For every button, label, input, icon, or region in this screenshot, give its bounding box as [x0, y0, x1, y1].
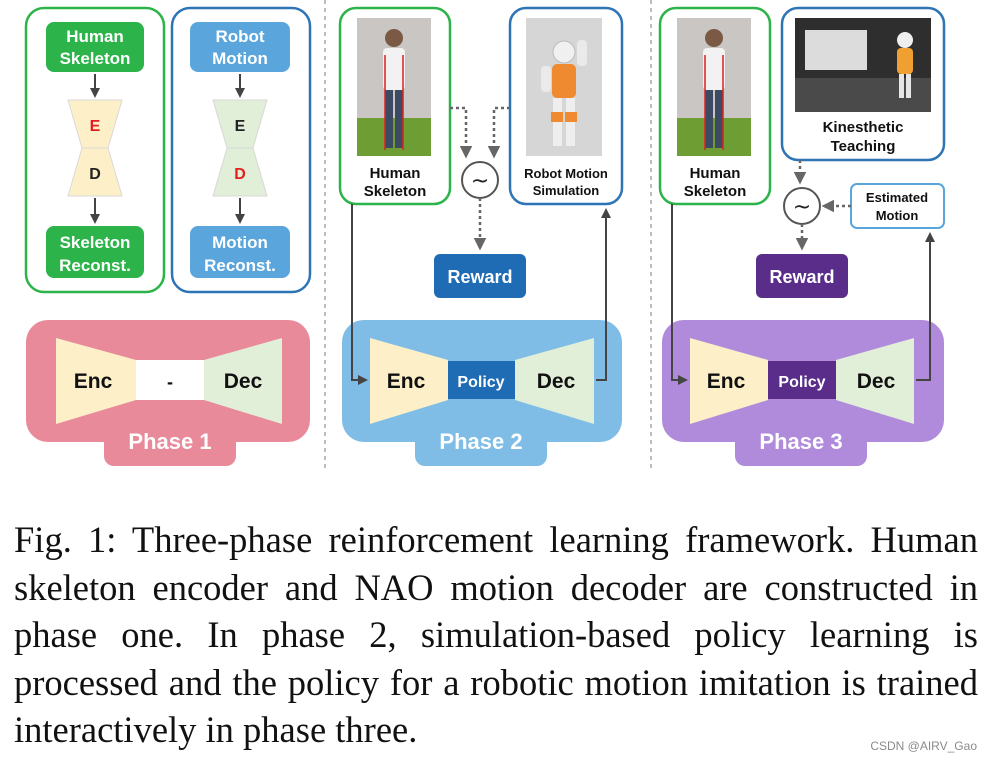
phase1-motion-decoder-shape: [212, 147, 268, 197]
phase1-middle-box: [136, 360, 204, 400]
phase1-dec-shape: [204, 338, 282, 424]
phase2-compare-arrow: [487, 106, 510, 159]
phase1-enc-label: Enc: [74, 370, 113, 393]
phase3-estimated-line2: Motion: [876, 208, 919, 223]
phase1-robot-motion-line1: Robot: [215, 27, 264, 46]
phase3-kinesthetic-line1: Kinesthetic: [823, 119, 904, 136]
phase2-dec-label: Dec: [537, 370, 576, 393]
phase3-policy-label: Policy: [778, 374, 825, 391]
phase2-reward-label: Reward: [447, 267, 512, 287]
phase3-dec-label: Dec: [857, 370, 896, 393]
phase3-input-arrow: [671, 204, 688, 385]
phase1-motion-e-label: E: [235, 118, 246, 135]
phase2-policy-box: [448, 361, 515, 399]
phase3-human-line1: Human: [690, 165, 741, 182]
phase3-human-line2: Skeleton: [684, 183, 747, 200]
phase1-robot-motion-line2: Motion: [212, 49, 268, 68]
phase1-middle-label: -: [167, 372, 173, 392]
phase2-title: Phase 2: [439, 429, 522, 454]
framework-diagram: Human Skeleton E D Skeleton Reconst. Rob…: [24, 0, 946, 470]
phase3-enc-shape: [690, 338, 768, 424]
phase3-reward-label: Reward: [769, 267, 834, 287]
phase3-kinesthetic-photo: [795, 18, 931, 112]
phase3-panel: Enc Policy Dec Phase 3 Human Skeleton: [658, 6, 946, 466]
phase2-dec-shape: [515, 338, 594, 424]
phase3-title-tab: [735, 420, 867, 466]
phase1-panel: Human Skeleton E D Skeleton Reconst. Rob…: [24, 6, 312, 466]
phase2-human-line2: Skeleton: [364, 183, 427, 200]
phase3-estimated-line1: Estimated: [866, 190, 928, 205]
figure-caption: Fig. 1: Three-phase reinforcement learni…: [14, 519, 978, 750]
phase2-reward-box: [434, 254, 526, 298]
watermark: CSDN @AIRV_Gao: [870, 739, 977, 753]
phase1-title-tab: [104, 420, 236, 466]
phase2-policy-label: Policy: [457, 374, 504, 391]
phase2-robot-photo: [526, 18, 602, 156]
phase3-kinesthetic-line2: Teaching: [831, 138, 896, 155]
phase1-enc-shape: [56, 338, 136, 424]
phase1-human-skeleton-line1: Human: [66, 27, 124, 46]
phase3-human-photo: [677, 18, 751, 156]
phase2-compare-arrow: [450, 106, 473, 159]
phase1-dec-label: Dec: [224, 370, 263, 393]
phase1-robot-motion-box: [190, 22, 290, 72]
phase1-motion-reconst-line1: Motion: [212, 233, 268, 252]
phase1-d-label: D: [89, 166, 101, 183]
phase3-comparator-symbol: ~: [793, 195, 811, 220]
phase1-human-skeleton-line2: Skeleton: [60, 49, 131, 68]
phase2-input-arrow: [351, 204, 368, 385]
phase3-reward-box: [756, 254, 848, 298]
phase2-title-tab: [415, 420, 547, 466]
phase1-decoder-shape: [67, 147, 123, 197]
phase2-human-photo: [357, 18, 431, 156]
phase1-title: Phase 1: [128, 429, 211, 454]
phase2-robot-line2: Simulation: [533, 183, 600, 198]
phase2-human-line1: Human: [370, 165, 421, 182]
phase2-robot-line1: Robot Motion: [524, 166, 608, 181]
phase3-output-arrow: [916, 232, 935, 381]
phase1-motion-d-label: D: [234, 166, 246, 183]
phase2-enc-label: Enc: [387, 370, 426, 393]
phase1-human-skeleton-box: [46, 22, 144, 72]
phase2-comparator-symbol: ~: [471, 169, 489, 194]
phase3-title: Phase 3: [759, 429, 842, 454]
phase1-motion-reconst-line2: Reconst.: [204, 256, 276, 275]
phase1-skeleton-reconst-line1: Skeleton: [60, 233, 131, 252]
phase1-motion-reconst-box: [190, 226, 290, 278]
phase3-dec-shape: [836, 338, 914, 424]
phase2-enc-shape: [370, 338, 448, 424]
phase1-skeleton-reconst-box: [46, 226, 144, 278]
phase3-policy-box: [768, 361, 836, 399]
phase2-panel: Enc Policy Dec Phase 2 Human Skeleton: [338, 6, 624, 466]
phase3-enc-label: Enc: [707, 370, 746, 393]
phase1-e-label: E: [90, 118, 101, 135]
phase2-output-arrow: [596, 208, 611, 381]
phase1-skeleton-reconst-line2: Reconst.: [59, 256, 131, 275]
